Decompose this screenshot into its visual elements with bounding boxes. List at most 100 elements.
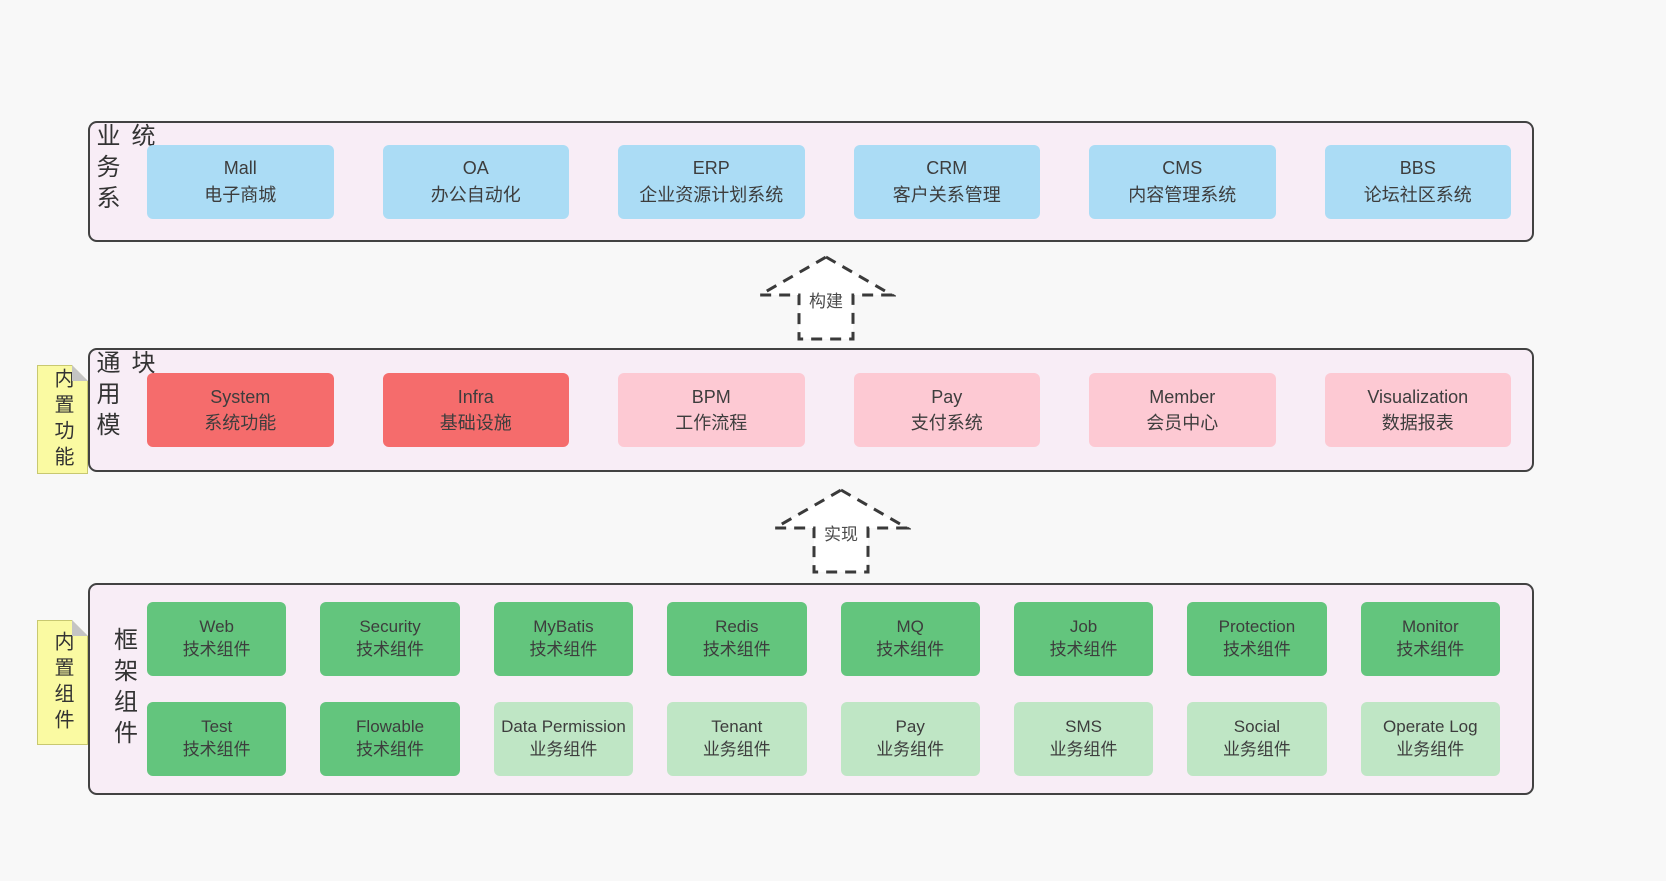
module-title: CMS — [1162, 158, 1203, 179]
module-box-job: Job 技术组件 — [1013, 602, 1154, 676]
module-box-bbs: BBS 论坛社区系统 — [1324, 144, 1511, 219]
module-box-pay: Pay 业务组件 — [840, 702, 980, 776]
module-subtitle: 技术组件 — [1396, 640, 1465, 659]
module-subtitle: 客户关系管理 — [892, 184, 1001, 205]
module-subtitle: 技术组件 — [1049, 640, 1118, 659]
module-title: MQ — [896, 617, 924, 637]
section-label-framework-components: 框架组件 — [109, 627, 137, 751]
module-box-pay: Pay 支付系统 — [853, 373, 1040, 447]
module-title: Infra — [457, 386, 494, 407]
module-title: OA — [462, 158, 489, 179]
section-business-systems: 业务系统 Mall 电子商城 OA 办公自动化 ERP 企业资源计划系统 CRM… — [88, 121, 1534, 242]
module-title: Visualization — [1367, 386, 1469, 407]
module-title: Protection — [1218, 617, 1296, 637]
module-box-mall: Mall 电子商城 — [147, 144, 334, 219]
module-box-oa: OA 办公自动化 — [382, 144, 569, 219]
module-subtitle: 技术组件 — [529, 640, 598, 659]
module-subtitle: 技术组件 — [1222, 640, 1291, 659]
arrow-build: 构建 — [756, 254, 896, 342]
module-subtitle: 技术组件 — [702, 640, 771, 659]
module-subtitle: 内容管理系统 — [1128, 184, 1237, 205]
module-subtitle: 论坛社区系统 — [1363, 184, 1472, 205]
module-box-mq: MQ 技术组件 — [840, 602, 980, 676]
module-title: Data Permission — [501, 717, 626, 737]
module-title: Operate Log — [1383, 717, 1478, 737]
module-title: Pay — [895, 717, 925, 737]
module-box-tenant: Tenant 业务组件 — [667, 702, 807, 776]
module-box-security: Security 技术组件 — [320, 602, 460, 676]
sticky-tag-text: 内置组件 — [51, 630, 73, 735]
module-subtitle: 技术组件 — [356, 640, 425, 659]
arrow-implement-label: 实现 — [819, 518, 863, 547]
module-title: Monitor — [1401, 617, 1459, 637]
module-title: Test — [201, 717, 233, 737]
business-systems-box-row: Mall 电子商城 OA 办公自动化 ERP 企业资源计划系统 CRM 客户关系… — [147, 144, 1511, 219]
module-box-member: Member 会员中心 — [1089, 373, 1276, 447]
module-subtitle: 业务组件 — [1396, 740, 1465, 759]
module-box-system: System 系统功能 — [147, 373, 334, 447]
folded-corner-icon — [72, 620, 88, 636]
module-subtitle: 技术组件 — [182, 740, 251, 759]
common-modules-box-row: System 系统功能 Infra 基础设施 BPM 工作流程 Pay 支付系统… — [147, 373, 1511, 447]
module-title: Mall — [223, 158, 257, 179]
module-subtitle: 办公自动化 — [430, 184, 521, 205]
arrow-implement: 实现 — [771, 487, 911, 575]
module-subtitle: 技术组件 — [182, 640, 251, 659]
module-box-cms: CMS 内容管理系统 — [1089, 144, 1276, 219]
module-box-redis: Redis 技术组件 — [667, 602, 807, 676]
module-subtitle: 数据报表 — [1381, 413, 1454, 433]
module-title: Redis — [715, 617, 759, 637]
module-box-data-permission: Data Permission 业务组件 — [493, 702, 634, 776]
module-title: BPM — [691, 386, 731, 407]
module-title: Flowable — [356, 717, 425, 737]
module-subtitle: 系统功能 — [204, 413, 277, 433]
module-title: ERP — [692, 158, 730, 179]
folded-corner-icon — [72, 365, 88, 381]
module-title: Member — [1149, 386, 1216, 407]
module-subtitle: 业务组件 — [1049, 740, 1118, 759]
section-label-common-modules: 通用模块 — [92, 350, 154, 443]
module-title: Job — [1069, 617, 1098, 637]
module-subtitle: 技术组件 — [876, 640, 945, 659]
module-subtitle: 业务组件 — [702, 740, 771, 759]
module-title: Web — [199, 617, 235, 637]
module-title: Tenant — [711, 717, 763, 737]
module-title: Social — [1233, 717, 1281, 737]
module-box-web: Web 技术组件 — [147, 602, 287, 676]
module-box-mybatis: MyBatis 技术组件 — [493, 602, 634, 676]
module-box-sms: SMS 业务组件 — [1013, 702, 1154, 776]
section-common-modules: 通用模块 System 系统功能 Infra 基础设施 BPM 工作流程 Pay… — [88, 348, 1534, 472]
module-title: Pay — [931, 386, 963, 407]
module-subtitle: 基础设施 — [439, 413, 512, 433]
module-subtitle: 企业资源计划系统 — [639, 184, 784, 205]
arrow-build-label: 构建 — [804, 285, 848, 314]
module-title: BBS — [1399, 158, 1436, 179]
module-box-visualization: Visualization 数据报表 — [1324, 373, 1511, 447]
module-subtitle: 电子商城 — [204, 184, 277, 205]
sticky-tag-built-in-features: 内置功能 — [37, 365, 88, 474]
module-title: CRM — [926, 158, 968, 179]
section-label-business-systems: 业务系统 — [92, 123, 154, 216]
module-subtitle: 支付系统 — [910, 413, 983, 433]
module-box-flowable: Flowable 技术组件 — [320, 702, 460, 776]
module-subtitle: 业务组件 — [1222, 740, 1291, 759]
module-subtitle: 技术组件 — [356, 740, 425, 759]
module-title: System — [210, 386, 271, 407]
module-subtitle: 工作流程 — [675, 413, 748, 433]
framework-components-box-grid: Web 技术组件 Security 技术组件 MyBatis 技术组件 Redi… — [147, 602, 1500, 776]
module-box-operate-log: Operate Log 业务组件 — [1360, 702, 1500, 776]
module-title: Security — [359, 617, 421, 637]
module-box-crm: CRM 客户关系管理 — [853, 144, 1040, 219]
module-box-monitor: Monitor 技术组件 — [1360, 602, 1500, 676]
sticky-tag-built-in-components: 内置组件 — [37, 620, 88, 745]
module-box-test: Test 技术组件 — [147, 702, 287, 776]
module-box-bpm: BPM 工作流程 — [618, 373, 805, 447]
module-subtitle: 业务组件 — [876, 740, 945, 759]
section-framework-components: 框架组件 Web 技术组件 Security 技术组件 MyBatis 技术组件… — [88, 583, 1534, 795]
module-subtitle: 业务组件 — [529, 740, 598, 759]
module-title: MyBatis — [533, 617, 594, 637]
sticky-tag-text: 内置功能 — [51, 367, 73, 472]
module-subtitle: 会员中心 — [1146, 413, 1219, 433]
module-box-social: Social 业务组件 — [1187, 702, 1327, 776]
module-box-protection: Protection 技术组件 — [1187, 602, 1327, 676]
